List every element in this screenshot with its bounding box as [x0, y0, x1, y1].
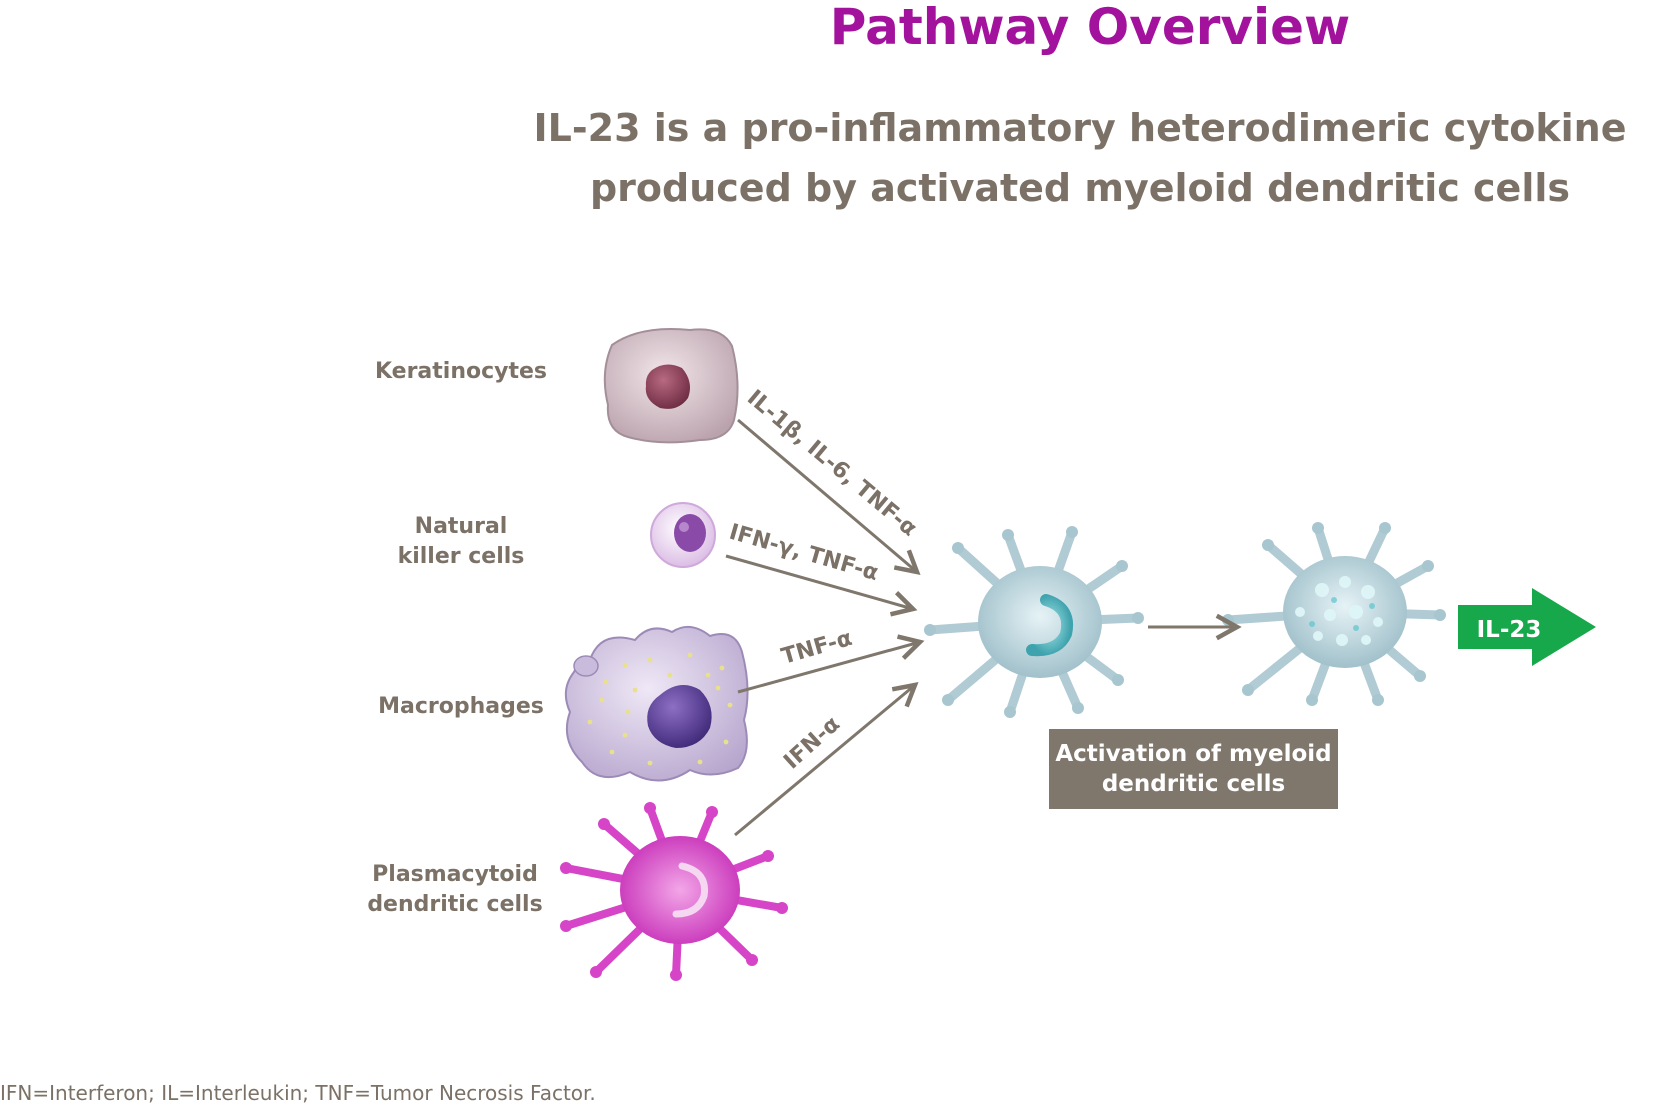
- arrow-macrophages: [737, 642, 920, 694]
- activation-label-line-2: dendritic cells: [1101, 771, 1286, 797]
- arrow-keratinocytes: [737, 418, 917, 572]
- cytokine-label-natural-killer-cells: IFN-γ, TNF-α: [726, 520, 881, 586]
- label-natural-killer-cells-line-1: Natural: [414, 514, 508, 539]
- plasmacytoid-dendritic-cell: [560, 802, 788, 981]
- label-macrophages: Macrophages: [336, 692, 586, 722]
- cytokine-label-plasmacytoid-dendritic-cells: IFN-α: [779, 712, 845, 775]
- arrow-natural-killer-cells: [725, 554, 913, 609]
- label-natural-killer-cells-line-2: killer cells: [397, 544, 525, 569]
- page-title: Pathway Overview: [829, 0, 1351, 56]
- activation-label-line-1: Activation of myeloid: [1055, 741, 1332, 767]
- il23-output-label: IL-23: [1477, 617, 1542, 643]
- myeloid-dendritic-cell-activated: [1222, 522, 1446, 706]
- activation-label-box: Activation of myeloid dendritic cells: [1049, 729, 1338, 809]
- label-plasmacytoid-dendritic-cells: Plasmacytoid dendritic cells: [330, 860, 580, 920]
- macrophage-granules: [587, 652, 733, 766]
- arrow-plasmacytoid-dendritic-cells: [734, 685, 915, 837]
- natural-killer-cell: [650, 502, 716, 568]
- page-subtitle: IL-23 is a pro-inflammatory heterodimeri…: [500, 98, 1660, 218]
- subtitle-line-1: IL-23 is a pro-inflammatory heterodimeri…: [533, 106, 1627, 150]
- cytokine-label-keratinocytes: IL-1β, IL-6, TNF-α: [742, 385, 921, 541]
- label-keratinocytes: Keratinocytes: [336, 357, 586, 387]
- keratinocyte-cell: [603, 328, 739, 444]
- il23-output-arrow: IL-23: [1458, 588, 1596, 666]
- activation-granules: [1295, 576, 1383, 646]
- label-plasmacytoid-dendritic-cells-line-1: Plasmacytoid: [372, 862, 538, 887]
- myeloid-dendritic-cell-resting: [924, 526, 1144, 718]
- label-keratinocytes-text: Keratinocytes: [374, 359, 548, 384]
- label-plasmacytoid-dendritic-cells-line-2: dendritic cells: [367, 892, 543, 917]
- label-macrophages-text: Macrophages: [378, 694, 544, 719]
- label-natural-killer-cells: Natural killer cells: [336, 512, 586, 572]
- macrophage-cell: [564, 625, 749, 782]
- abbreviations-footnote: IFN=Interferon; IL=Interleukin; TNF=Tumo…: [0, 1081, 596, 1105]
- subtitle-line-2: produced by activated myeloid dendritic …: [589, 166, 1570, 210]
